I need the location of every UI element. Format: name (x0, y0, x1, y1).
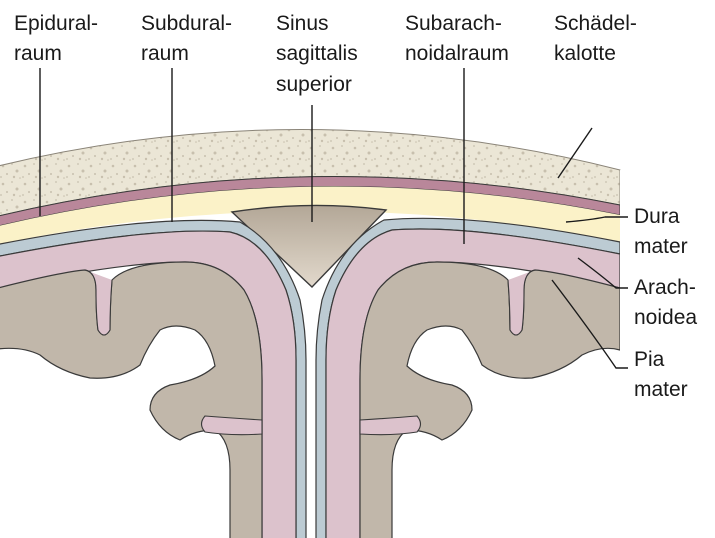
svg-text:superior: superior (276, 73, 352, 96)
svg-text:mater: mater (634, 235, 688, 258)
svg-text:raum: raum (14, 42, 62, 65)
brain-gyri-right (360, 262, 620, 538)
svg-text:kalotte: kalotte (554, 42, 616, 65)
label-epidural: Epidural- raum (14, 12, 98, 65)
svg-text:Arach-: Arach- (634, 276, 696, 299)
label-arachnoidea: Arach- noidea (634, 276, 697, 329)
svg-text:noidea: noidea (634, 306, 697, 329)
svg-text:raum: raum (141, 42, 189, 65)
svg-text:Schädel-: Schädel- (554, 12, 637, 35)
brain-gyri-left (0, 262, 262, 538)
svg-text:Sinus: Sinus (276, 12, 329, 35)
svg-text:Dura: Dura (634, 205, 680, 228)
svg-text:Subdural-: Subdural- (141, 12, 232, 35)
label-schaedelkalotte: Schädel- kalotte (554, 12, 637, 65)
label-sinus-sagittalis: Sinus sagittalis superior (276, 12, 358, 96)
label-subdural: Subdural- raum (141, 12, 232, 65)
label-pia-mater: Pia mater (634, 348, 688, 401)
label-subarachnoidal: Subarach- noidalraum (405, 12, 509, 65)
svg-text:Subarach-: Subarach- (405, 12, 502, 35)
svg-text:Pia: Pia (634, 348, 665, 371)
label-dura-mater: Dura mater (634, 205, 688, 258)
svg-text:sagittalis: sagittalis (276, 42, 358, 65)
svg-text:mater: mater (634, 378, 688, 401)
svg-text:noidalraum: noidalraum (405, 42, 509, 65)
svg-text:Epidural-: Epidural- (14, 12, 98, 35)
